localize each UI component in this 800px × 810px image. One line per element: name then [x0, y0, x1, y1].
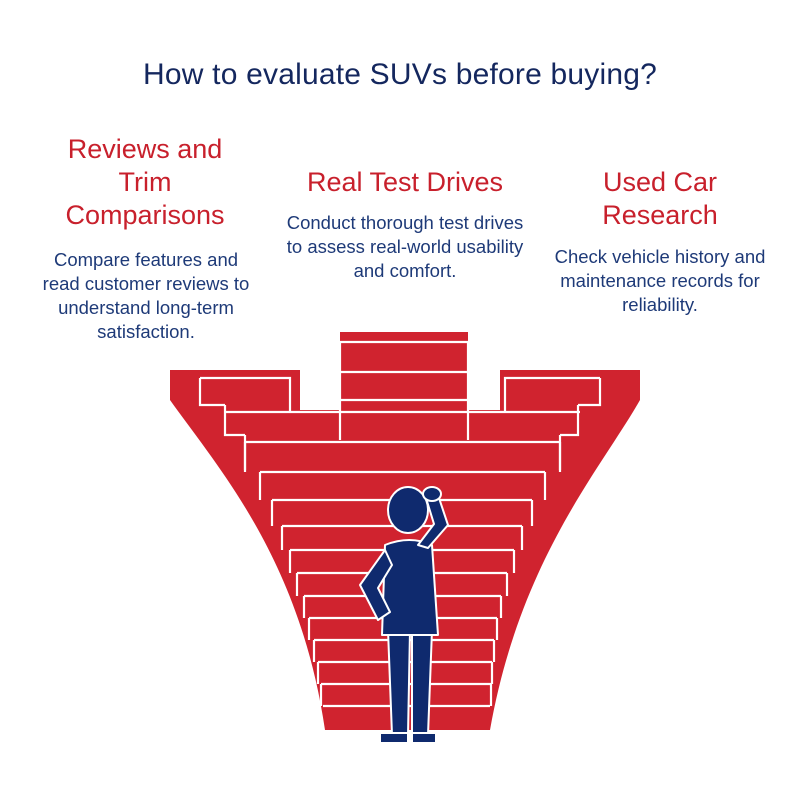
section-heading-test-drives: Real Test Drives [306, 167, 504, 197]
section-description-used-car: Check vehicle history and maintenance re… [554, 246, 766, 315]
section-heading-used-car: Used Car Research [602, 167, 718, 230]
person-figure [359, 486, 449, 744]
stairs-center-block [340, 332, 468, 440]
page-title: How to evaluate SUVs before buying? [143, 58, 657, 91]
section-description-reviews: Compare features and read customer revie… [42, 249, 250, 342]
section-description-test-drives: Conduct thorough test drives to assess r… [286, 212, 524, 281]
section-heading-reviews: Reviews and Trim Comparisons [65, 134, 225, 230]
